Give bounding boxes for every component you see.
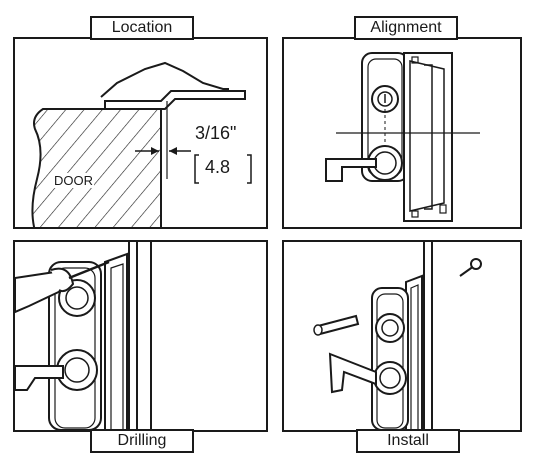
alignment-panel bbox=[282, 37, 522, 229]
drill-body bbox=[15, 270, 69, 314]
lever-handle bbox=[325, 158, 377, 182]
through-bolt bbox=[316, 314, 360, 336]
drill-bit bbox=[68, 260, 110, 280]
cylinder-inner bbox=[377, 91, 393, 107]
location-panel: 3/16" 4.8 DOOR bbox=[13, 37, 268, 229]
bracket-left bbox=[194, 154, 199, 184]
door-section bbox=[31, 108, 162, 227]
install-title: Install bbox=[356, 429, 460, 453]
location-title: Location bbox=[90, 16, 194, 40]
drill-chuck bbox=[50, 267, 75, 293]
strike-profile-line bbox=[100, 61, 229, 98]
alignment-illustration bbox=[325, 52, 480, 222]
strike-plate bbox=[104, 252, 128, 430]
dimension-imperial-text: 3/16" bbox=[195, 123, 237, 143]
alignment-title: Alignment bbox=[354, 16, 458, 40]
location-illustration bbox=[31, 61, 252, 227]
strike-plate-flange bbox=[104, 90, 246, 110]
dim-arrow-right bbox=[169, 147, 177, 155]
dimension-metric-text: 4.8 bbox=[205, 157, 231, 177]
drilling-panel bbox=[13, 240, 268, 432]
bracket-right bbox=[247, 154, 252, 184]
dim-arrow-left bbox=[151, 147, 159, 155]
door-label: DOOR bbox=[53, 173, 94, 188]
lever-handle bbox=[328, 352, 377, 394]
strike-plate bbox=[403, 52, 453, 222]
drilling-illustration bbox=[15, 242, 152, 430]
install-illustration bbox=[313, 242, 482, 430]
strike-lip bbox=[424, 64, 433, 210]
drilling-title: Drilling bbox=[90, 429, 194, 453]
screw-head bbox=[470, 258, 482, 270]
install-panel bbox=[282, 240, 522, 432]
lever-handle bbox=[15, 365, 64, 391]
